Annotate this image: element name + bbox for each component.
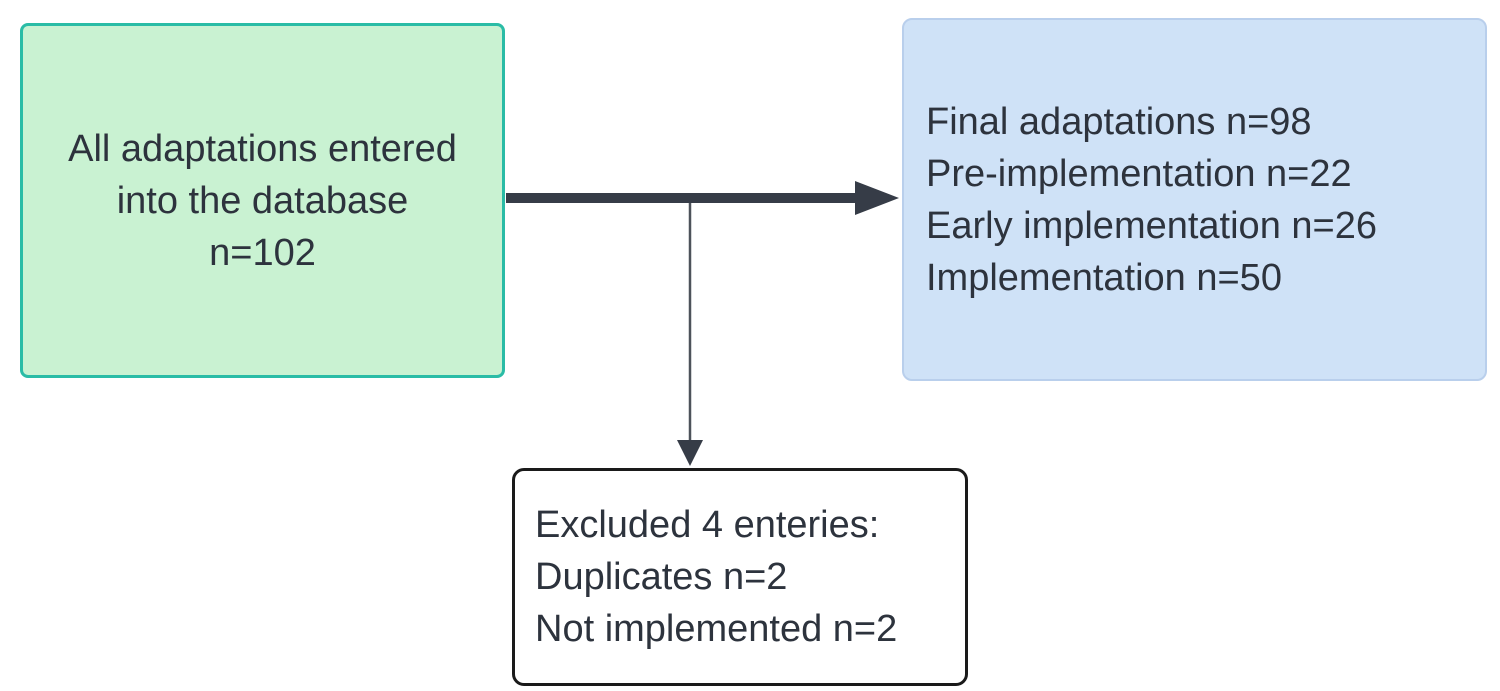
excluded-entries-box: Excluded 4 enteries: Duplicates n=2 Not … — [512, 468, 968, 686]
thick-right-arrowhead-icon — [855, 181, 899, 215]
all-adaptations-line-1: All adaptations entered — [68, 127, 457, 170]
excluded-entries-line: Excluded 4 enteries: — [535, 504, 880, 546]
thin-down-arrow — [677, 203, 703, 466]
all-adaptations-count: n=102 — [209, 231, 316, 274]
thin-down-arrowhead-icon — [677, 440, 703, 466]
pre-implementation-line: Pre-implementation n=22 — [926, 152, 1352, 195]
final-adaptations-line: Final adaptations n=98 — [926, 100, 1312, 143]
implementation-line: Implementation n=50 — [926, 256, 1282, 299]
all-adaptations-line-2: into the database — [116, 179, 409, 222]
thick-right-arrow — [506, 181, 899, 215]
duplicates-line: Duplicates n=2 — [535, 556, 788, 598]
early-implementation-line: Early implementation n=26 — [926, 204, 1377, 247]
final-adaptations-box: Final adaptations n=98 Pre-implementatio… — [902, 18, 1487, 381]
all-adaptations-box: All adaptations entered into the databas… — [20, 23, 505, 378]
not-implemented-line: Not implemented n=2 — [535, 608, 898, 650]
